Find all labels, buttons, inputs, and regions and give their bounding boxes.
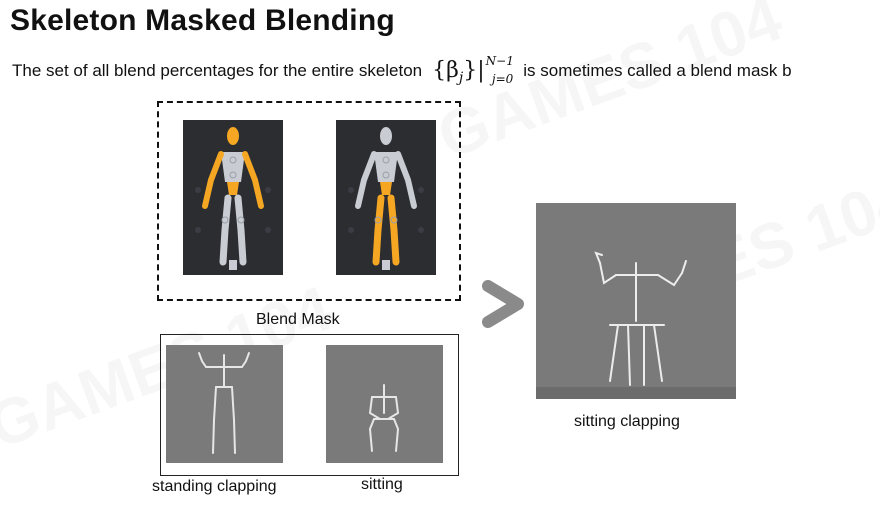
slide-subtitle: The set of all blend percentages for the… — [12, 54, 792, 86]
mask-figure-lower — [336, 120, 436, 275]
ground-plane — [536, 387, 736, 399]
blend-mask-label: Blend Mask — [256, 311, 340, 328]
sitting-preview — [326, 345, 443, 463]
blend-mask-frame — [157, 101, 461, 301]
sitting-clapping-preview — [536, 203, 736, 399]
mask-figure-upper — [183, 120, 283, 275]
sitting-label: sitting — [361, 476, 403, 493]
slide-title: Skeleton Masked Blending — [10, 4, 395, 37]
formula-index: j — [458, 70, 464, 86]
skeleton-mask-icon — [348, 127, 424, 270]
skeleton-mask-icon — [195, 127, 271, 270]
stick-figure-icon — [594, 251, 687, 386]
sitting-clapping-label: sitting clapping — [574, 413, 680, 430]
standing-clapping-preview — [166, 345, 283, 463]
formula-sub: j=0 — [491, 72, 514, 86]
watermark: GAMES 104 — [428, 0, 791, 173]
formula-close: }| — [463, 58, 485, 83]
arrow-right-icon — [482, 280, 524, 328]
input-animations-frame — [160, 334, 459, 476]
formula-sup: N−1 — [485, 54, 514, 68]
stick-figure-icon — [368, 384, 400, 452]
subtitle-text-after: is sometimes called a blend mask b — [523, 60, 792, 80]
standing-clapping-label: standing clapping — [152, 478, 277, 495]
stick-figure-icon — [198, 352, 250, 454]
formula-main: {β — [432, 58, 459, 83]
subtitle-text-before: The set of all blend percentages for the… — [12, 60, 423, 80]
